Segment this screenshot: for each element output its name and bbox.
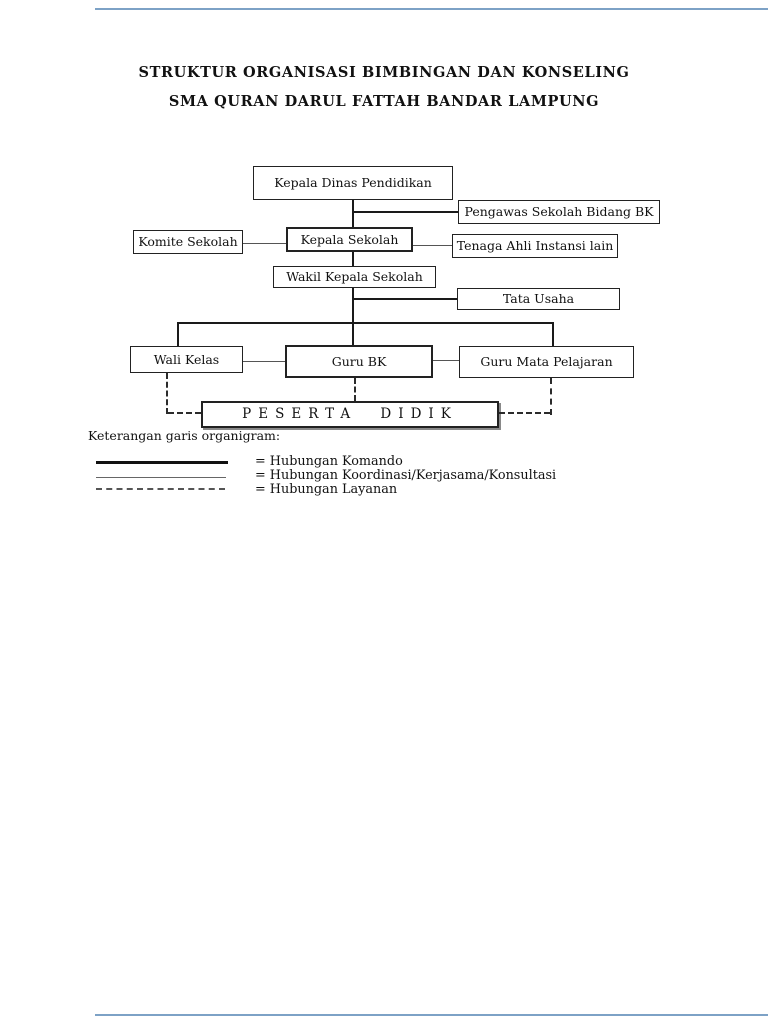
node-label: PESERTA DIDIK [242, 406, 458, 423]
legend-label-layanan: = Hubungan Layanan [255, 482, 398, 497]
title-line-1: STRUKTUR ORGANISASI BIMBINGAN DAN KONSEL… [138, 64, 630, 81]
node-label: Tenaga Ahli Instansi lain [456, 238, 614, 254]
node-label: Pengawas Sekolah Bidang BK [464, 204, 654, 220]
connector-walikelas-to-gurubk [243, 361, 285, 362]
node-kepala-dinas-pendidikan: Kepala Dinas Pendidikan [253, 166, 453, 200]
dashed-walikelas-to-peserta [168, 412, 201, 414]
page-bottom-divider [95, 1014, 768, 1016]
legend-line-koordinasi [96, 477, 226, 478]
title-line-2: SMA QURAN DARUL FATTAH BANDAR LAMPUNG [168, 92, 600, 110]
node-pengawas-sekolah-bidang-bk: Pengawas Sekolah Bidang BK [458, 200, 660, 224]
connector-branch-to-gurumapel [552, 322, 554, 347]
node-label: Guru BK [331, 353, 387, 369]
node-label: Komite Sekolah [138, 234, 238, 250]
legend-heading: Keterangan garis organigram: [88, 428, 281, 443]
node-kepala-sekolah: Kepala Sekolah [286, 227, 413, 252]
node-tenaga-ahli-instansi-lain: Tenaga Ahli Instansi lain [452, 234, 618, 258]
connector-to-pengawas [353, 211, 458, 213]
node-wakil-kepala-sekolah: Wakil Kepala Sekolah [273, 266, 436, 288]
node-guru-bk: Guru BK [285, 345, 433, 378]
connector-kepalasekolah-to-tenagaahli [413, 245, 452, 246]
legend-label-koordinasi: = Hubungan Koordinasi/Kerjasama/Konsulta… [255, 468, 557, 483]
connector-gurubk-to-gurumapel [433, 360, 459, 361]
node-wali-kelas: Wali Kelas [130, 346, 243, 373]
dashed-walikelas-down [166, 373, 168, 414]
node-label: Kepala Dinas Pendidikan [274, 175, 432, 191]
legend-line-layanan [96, 488, 225, 490]
document-title: STRUKTUR ORGANISASI BIMBINGAN DAN KONSEL… [0, 64, 768, 123]
connector-branch-to-walikelas [177, 322, 179, 347]
dashed-gurubk-to-peserta [354, 378, 356, 401]
connector-branch-horizontal [177, 322, 554, 324]
node-label: Wakil Kepala Sekolah [286, 269, 423, 285]
node-peserta-didik: PESERTA DIDIK [201, 401, 499, 428]
connector-dinas-to-kepalasekolah [352, 199, 354, 228]
connector-wakil-to-gurubk [352, 287, 354, 346]
node-komite-sekolah: Komite Sekolah [133, 230, 243, 254]
dashed-gurumapel-to-peserta [499, 412, 550, 414]
connector-to-tatausaha [353, 298, 457, 300]
node-label: Tata Usaha [502, 291, 575, 307]
connector-komite-to-kepalasekolah [243, 243, 287, 244]
node-label: Guru Mata Pelajaran [480, 354, 613, 370]
node-label: Wali Kelas [153, 351, 220, 367]
node-tata-usaha: Tata Usaha [457, 288, 620, 310]
connector-kepalasekolah-to-wakil [352, 251, 354, 267]
page-top-divider [95, 8, 768, 10]
node-label: Kepala Sekolah [300, 231, 399, 247]
dashed-gurumapel-down [550, 378, 552, 415]
legend-line-komando [96, 461, 228, 464]
node-guru-mata-pelajaran: Guru Mata Pelajaran [459, 346, 634, 378]
legend-label-komando: = Hubungan Komando [255, 454, 403, 469]
